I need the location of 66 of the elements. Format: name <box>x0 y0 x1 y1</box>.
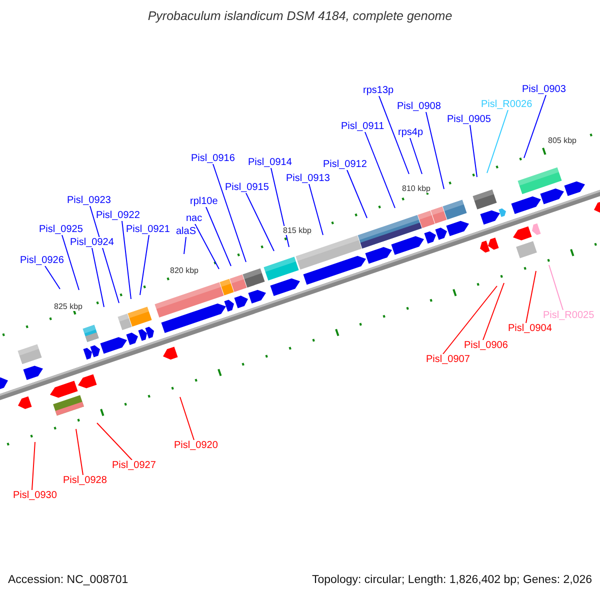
gene-label: Pisl_0924 <box>70 237 114 248</box>
gene-label: alaS <box>176 226 196 237</box>
leader-line <box>62 234 80 290</box>
leader-line <box>92 248 104 308</box>
leader-line <box>548 264 564 310</box>
gene-label: Pisl_0915 <box>225 182 269 193</box>
leader-line <box>364 132 396 208</box>
leader-line <box>526 270 536 324</box>
leader-line <box>180 396 194 440</box>
gene-label: Pisl_0921 <box>126 224 170 235</box>
gene-label: rps13p <box>363 85 394 96</box>
leader-line <box>90 206 120 304</box>
leader-line <box>44 266 60 290</box>
tick-label: 805 kbp <box>548 136 576 145</box>
footer-text: Topology: circular; Length: 1,826,402 bp; Genes: 2,026 <box>312 574 592 587</box>
leader-line <box>426 112 444 190</box>
leader-line <box>76 428 84 476</box>
gene-label: Pisl_0913 <box>286 173 330 184</box>
gene-label: Pisl_0920 <box>174 440 218 451</box>
leader-line <box>308 184 324 236</box>
gene-label: Pisl_0916 <box>191 153 235 164</box>
gene-label: Pisl_R0026 <box>481 99 532 110</box>
gene-label: Pisl_0908 <box>397 101 441 112</box>
leader-line <box>194 224 220 270</box>
leader-line <box>96 422 132 460</box>
gene-label: Pisl_0907 <box>426 354 470 365</box>
leader-line <box>32 442 36 490</box>
gene-label: rpl10e <box>190 196 218 207</box>
footer-text: Accession: NC_008701 <box>8 574 128 587</box>
gene-label: Pisl_0930 <box>13 490 57 501</box>
gene-label: Pisl_0904 <box>508 323 552 334</box>
gene-label: Pisl_0912 <box>323 159 367 170</box>
tick-label: 815 kbp <box>283 226 312 235</box>
leader-line <box>184 236 186 254</box>
tick-label: 810 kbp <box>402 184 430 193</box>
leader-line <box>482 282 504 340</box>
leader-line <box>346 170 368 218</box>
gene-label: Pisl_0922 <box>96 210 140 221</box>
leader-line <box>378 96 410 174</box>
gene-label: Pisl_0914 <box>248 157 292 168</box>
tick-label: 820 kbp <box>170 266 198 275</box>
gene-label: Pisl_0927 <box>112 460 156 471</box>
gene-label: Pisl_R0025 <box>543 310 594 321</box>
gene-label: Pisl_0911 <box>341 121 384 132</box>
leader-line <box>206 206 232 266</box>
gene-label: Pisl_0923 <box>67 195 111 206</box>
gene-label: Pisl_0926 <box>20 255 64 266</box>
gene-label: Pisl_0905 <box>447 114 491 125</box>
gene-label: rps4p <box>398 127 424 138</box>
leader-line <box>246 192 274 252</box>
gene-label: nac <box>186 213 202 224</box>
gene-label: Pisl_0906 <box>464 340 508 351</box>
leader-line <box>270 168 290 248</box>
title: Pyrobaculum islandicum DSM 4184, complete genome <box>146 9 454 23</box>
gene-label: Pisl_0925 <box>39 224 83 235</box>
leader-line <box>140 234 150 296</box>
leader-line <box>486 110 508 174</box>
leader-line <box>470 124 478 178</box>
leader-line <box>524 94 546 158</box>
gene-label: Pisl_0928 <box>63 475 107 486</box>
gene-label: Pisl_0903 <box>522 84 566 95</box>
leader-line <box>122 220 132 300</box>
leader-line <box>442 286 498 354</box>
leader-line <box>410 138 422 174</box>
leader-line <box>212 164 246 262</box>
tick-label: 825 kbp <box>54 302 82 311</box>
